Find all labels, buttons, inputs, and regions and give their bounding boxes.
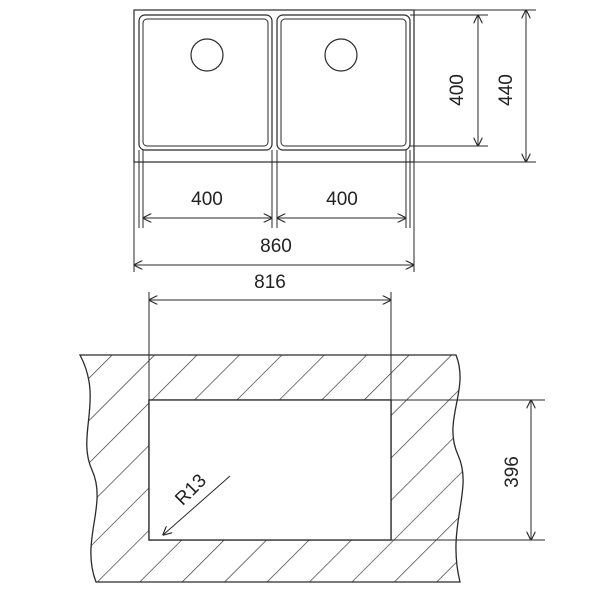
dim-leader-corner-radius xyxy=(163,475,231,535)
dim-label-overall-width: 860 xyxy=(260,236,292,257)
dim-label-bowl-left-width: 400 xyxy=(191,189,223,210)
drain-right xyxy=(324,38,358,72)
dim-label-overall-depth: 440 xyxy=(496,74,517,106)
dim-label-bowl-right-width: 400 xyxy=(326,189,358,210)
drain-left xyxy=(190,38,224,72)
bowl-left xyxy=(138,14,273,151)
bowl-right-inner xyxy=(280,18,407,147)
dim-label-bowl-depth: 400 xyxy=(447,74,468,106)
cutout-view: 816 396 R13 xyxy=(78,272,545,583)
bowl-right xyxy=(276,14,411,151)
top-view: 400 400 860 400 440 xyxy=(133,9,536,272)
bowl-left-inner xyxy=(142,18,269,147)
dim-label-cutout-depth: 396 xyxy=(502,456,523,488)
sink-outline xyxy=(133,9,415,163)
cutout-hole xyxy=(148,399,392,541)
dim-label-cutout-width: 816 xyxy=(254,272,286,293)
